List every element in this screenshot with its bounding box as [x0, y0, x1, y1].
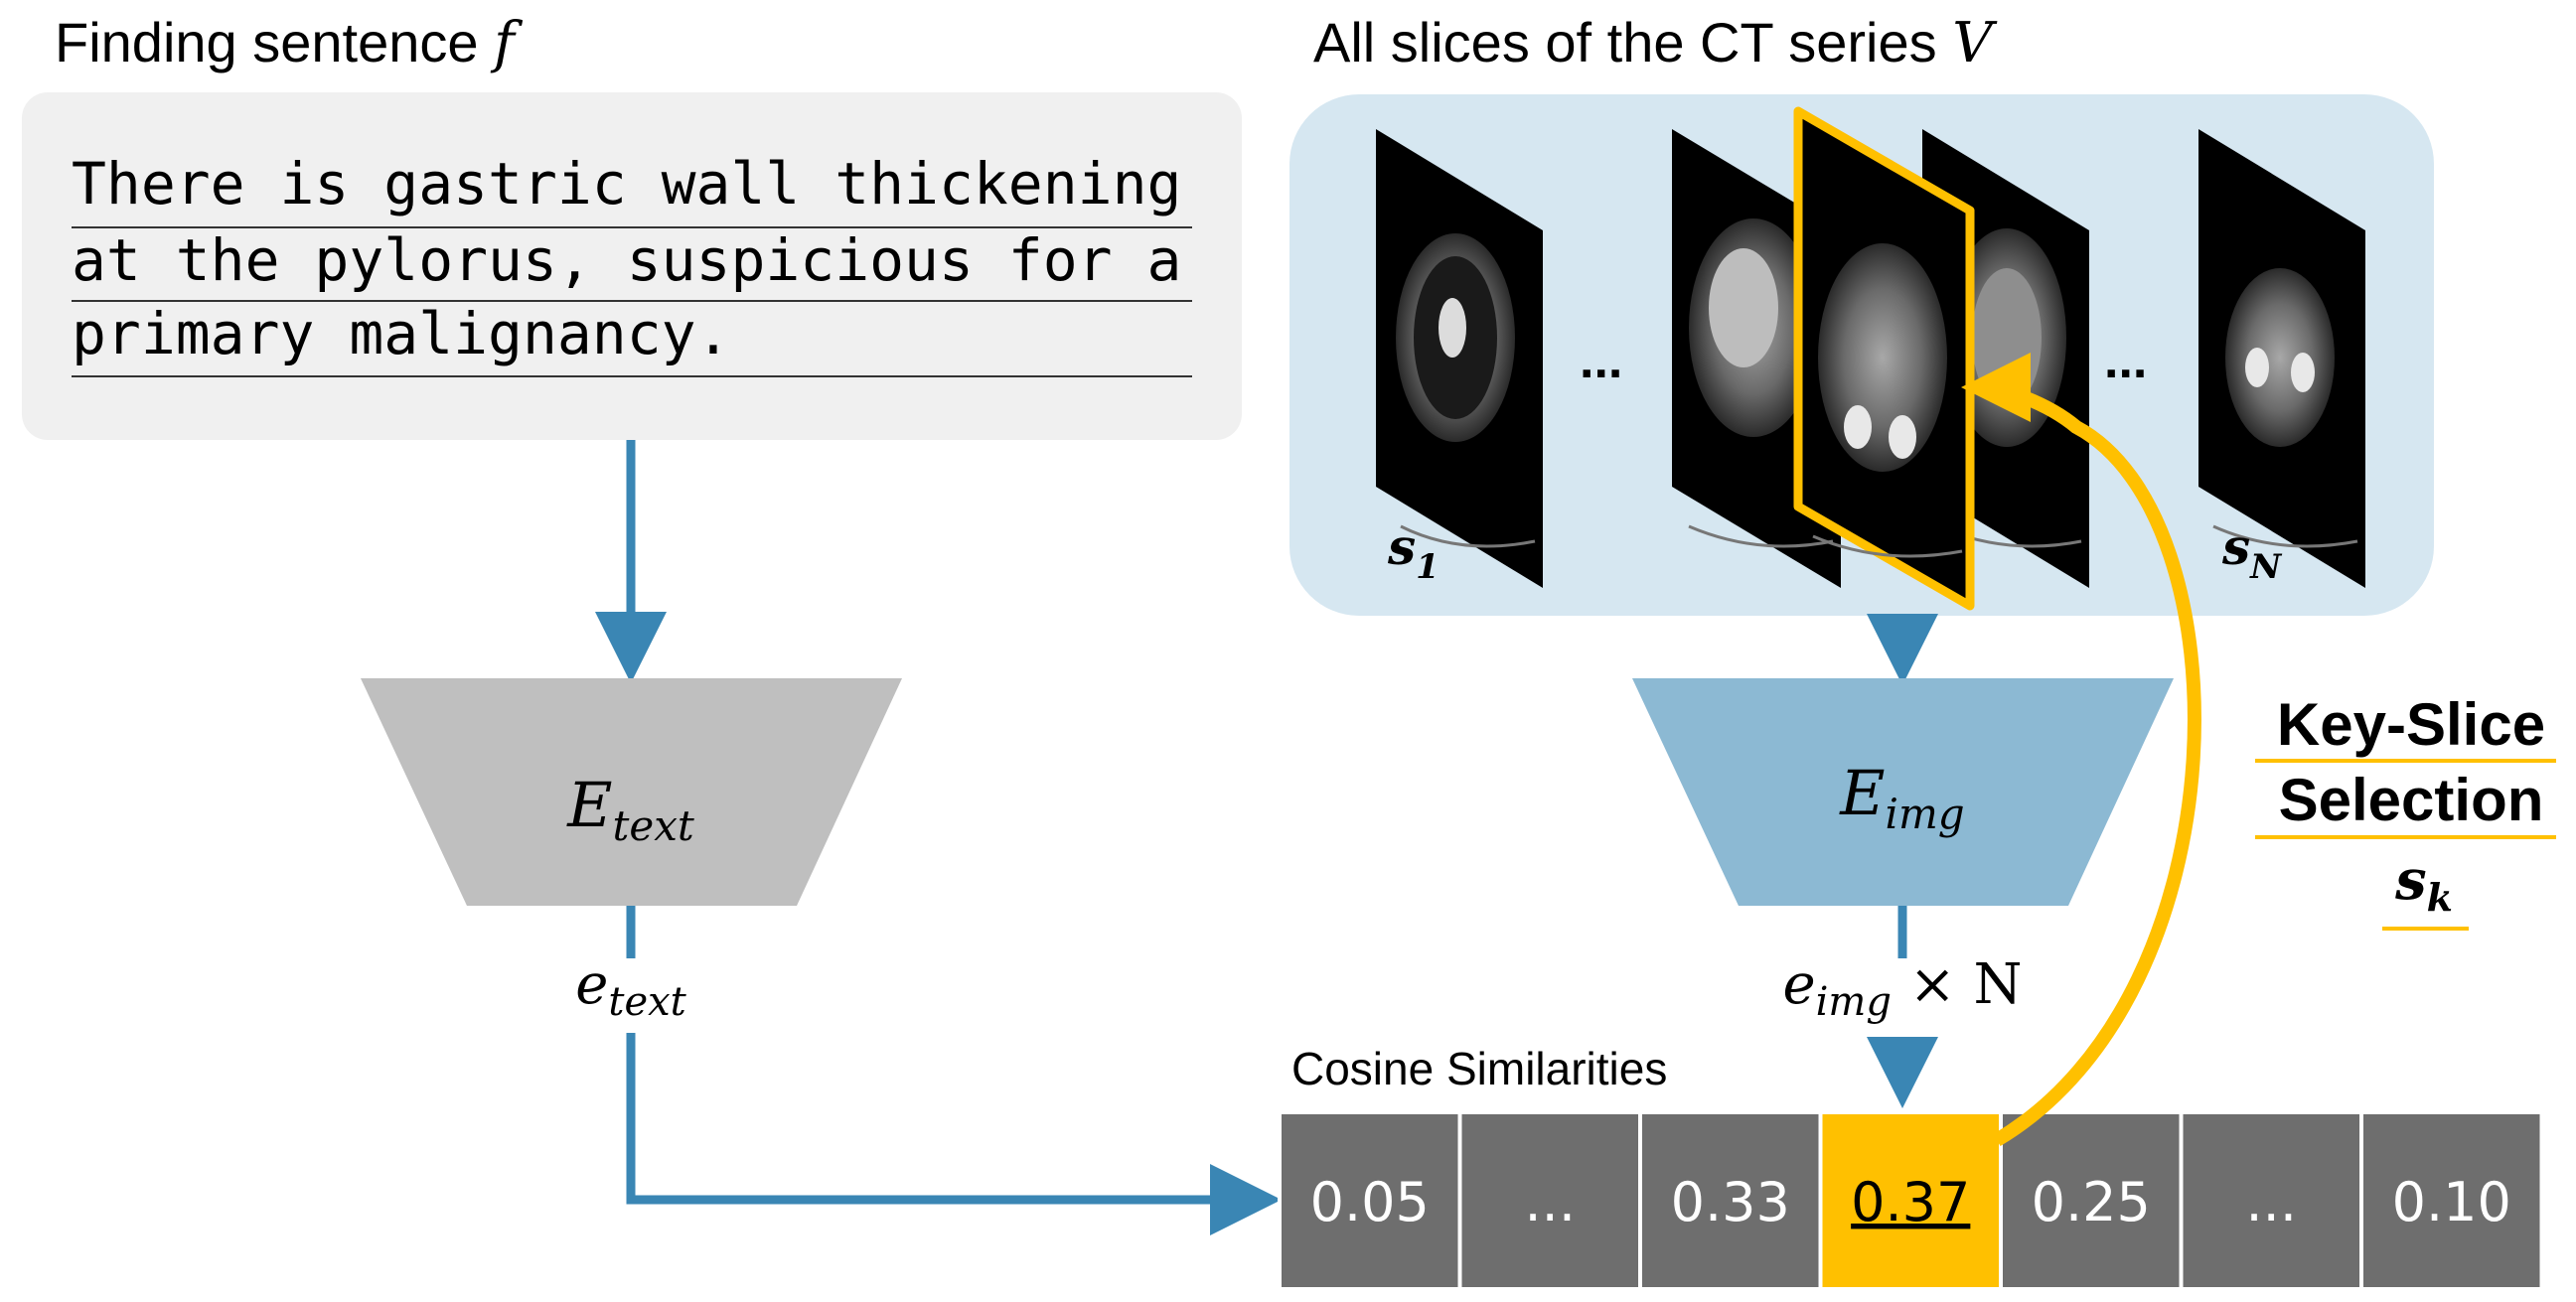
- ct-heading: All slices of the CT series V: [1313, 11, 1998, 75]
- finding-heading: Finding sentence f: [55, 11, 524, 75]
- finding-line-1: There is gastric wall thickening: [72, 150, 1181, 217]
- similarities-label: Cosine Similarities: [1291, 1043, 1667, 1094]
- ct-ellipsis-left: ...: [1580, 332, 1622, 389]
- similarity-cell: [1457, 1110, 1642, 1291]
- ct-ellipsis-right: ...: [2104, 332, 2147, 389]
- similarity-cell: [1999, 1110, 2184, 1291]
- text-embedding-label: etext: [575, 952, 686, 1025]
- similarity-value: 0.25: [2032, 1171, 2151, 1233]
- similarity-value: 0.05: [1310, 1171, 1430, 1233]
- first-slice-label: s1: [1387, 517, 1440, 587]
- similarity-value: ...: [1525, 1171, 1577, 1233]
- similarity-value: ...: [2246, 1171, 2298, 1233]
- image-encoder-label: Eimg: [1839, 757, 1964, 838]
- finding-panel: [22, 92, 1242, 440]
- key-slice-title-line2: Selection: [2279, 767, 2544, 833]
- similarity-value: 0.33: [1671, 1171, 1790, 1233]
- last-slice-label: sN: [2221, 517, 2283, 587]
- similarity-cell: [2359, 1110, 2544, 1291]
- text-encoder: [361, 678, 902, 906]
- similarity-row: 0.05... 0.33 0.37 0.25... 0.10: [1278, 1110, 2544, 1291]
- ct-slice-last: [2198, 129, 2365, 588]
- key-slice-selection-arrow: [1961, 353, 2201, 1147]
- similarity-cell-selected: [1818, 1110, 2003, 1291]
- image-embedding-label: eimg × N: [1782, 952, 2022, 1025]
- similarity-cell: [2179, 1110, 2363, 1291]
- image-encoder: [1632, 678, 2174, 906]
- text-encoder-label: Etext: [566, 769, 694, 850]
- key-slice-symbol: sk: [2394, 847, 2453, 920]
- similarity-cell: [1278, 1110, 1462, 1291]
- similarity-value: 0.10: [2392, 1171, 2511, 1233]
- arrow-text-embedding-to-similarities: [626, 1033, 1282, 1235]
- ct-slice-first: [1376, 129, 1543, 588]
- ct-slice-selected: [1793, 106, 1975, 611]
- finding-line-2: at the pylorus, suspicious for a: [72, 226, 1181, 294]
- key-slice-title-line1: Key-Slice: [2277, 691, 2545, 758]
- finding-line-3: primary malignancy.: [72, 300, 730, 367]
- similarity-value: 0.37: [1851, 1171, 1970, 1233]
- similarity-cell: [1638, 1110, 1823, 1291]
